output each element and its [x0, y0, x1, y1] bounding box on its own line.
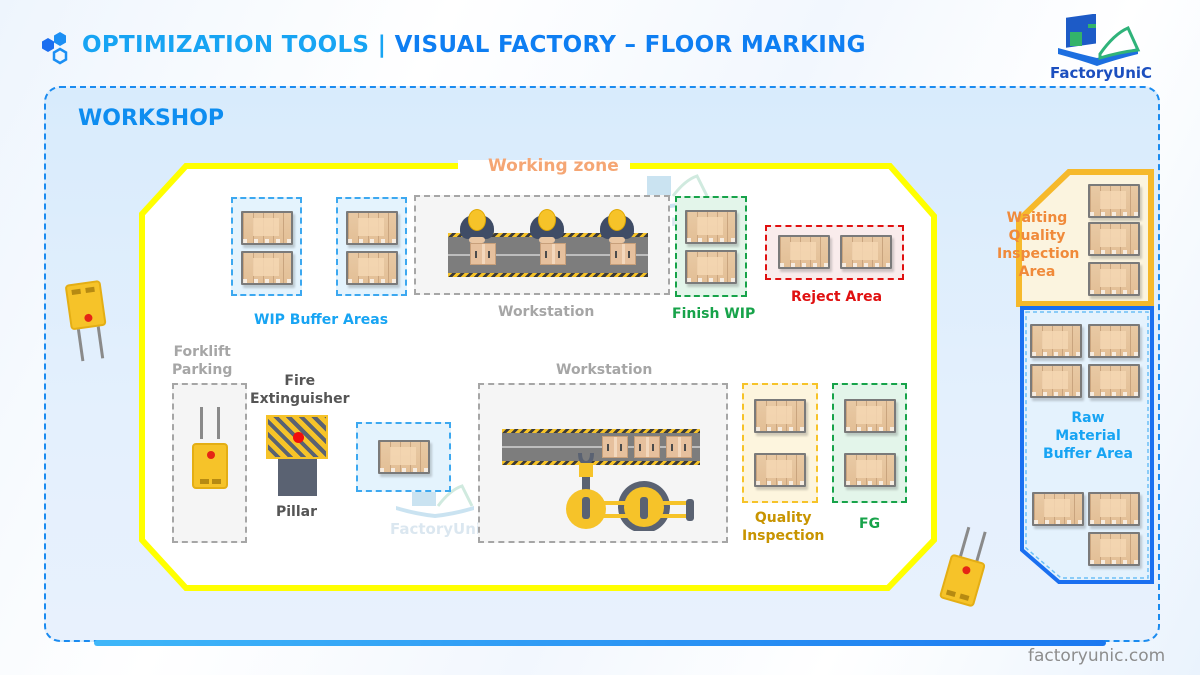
robot-arm-icon: [566, 452, 694, 531]
quality-inspection-area: [742, 383, 818, 503]
raw-material-label: Raw Material Buffer Area: [1040, 409, 1136, 463]
wip-buffer-area-3: [356, 422, 451, 492]
pallet: [844, 399, 896, 433]
wip-buffer-label: WIP Buffer Areas: [254, 312, 389, 328]
wip-buffer-area-1: [231, 197, 302, 296]
pallet: [1088, 324, 1140, 358]
reject-area: [765, 225, 904, 280]
fire-extinguisher-marking: [266, 415, 328, 459]
box: [634, 436, 660, 458]
pallet: [1088, 364, 1140, 398]
pillar-label: Pillar: [276, 504, 318, 520]
pillar-block: [278, 459, 317, 496]
pallet: [685, 250, 737, 284]
pallet: [1088, 532, 1140, 566]
pallet: [346, 211, 398, 245]
label-line: Inspection: [742, 528, 825, 544]
worker-icon: [530, 209, 564, 243]
workstation-bottom-label: Workstation: [556, 362, 653, 378]
website-url[interactable]: factoryunic.com: [1028, 646, 1166, 666]
worker-icon: [460, 209, 494, 243]
pallet: [1088, 184, 1140, 218]
pallet: [1032, 492, 1084, 526]
label-line: Raw: [1071, 410, 1105, 426]
pallet: [685, 210, 737, 244]
pallet: [1088, 222, 1140, 256]
label-line: Waiting: [1006, 210, 1068, 226]
label-line: Area: [1018, 264, 1056, 280]
fire-extinguisher-icon: [293, 432, 304, 443]
label-line: Parking: [172, 362, 233, 378]
working-zone-label: Working zone: [488, 156, 619, 176]
pallet: [844, 453, 896, 487]
box: [470, 243, 496, 265]
pallet: [778, 235, 830, 269]
label-line: Extinguisher: [250, 391, 350, 407]
reject-area-label: Reject Area: [791, 289, 883, 305]
pallet: [1088, 492, 1140, 526]
label-line: Quality: [754, 510, 812, 526]
fire-extinguisher-label: Fire Extinguisher: [250, 372, 350, 408]
box: [540, 243, 566, 265]
box: [602, 436, 628, 458]
quality-inspection-label: Quality Inspection: [742, 509, 824, 545]
workstation-top: [414, 195, 670, 295]
logo-text: FactoryUniC: [1050, 64, 1153, 82]
finish-wip-label: Finish WIP: [672, 306, 756, 322]
label-line: Buffer Area: [1043, 446, 1133, 462]
label-line: Quality: [1008, 228, 1066, 244]
label-line: Forklift: [173, 344, 231, 360]
pallet: [1030, 324, 1082, 358]
watermark-text: FactoryUniC: [390, 520, 493, 538]
pallet: [754, 453, 806, 487]
title-prefix: OPTIMIZATION TOOLS |: [82, 32, 395, 58]
label-line: Fire: [284, 373, 316, 389]
footer-accent-bar: [94, 640, 1106, 646]
pallet: [1088, 262, 1140, 296]
pallet: [241, 211, 293, 245]
wip-buffer-area-2: [336, 197, 407, 296]
forklift-parking-area: [172, 383, 247, 543]
worker-icon: [600, 209, 634, 243]
box: [610, 243, 636, 265]
pallet: [840, 235, 892, 269]
pallet: [1030, 364, 1082, 398]
label-line: Material: [1055, 428, 1121, 444]
workstation-top-label: Workstation: [498, 304, 595, 320]
workshop-title: WORKSHOP: [78, 106, 225, 131]
pallet: [346, 251, 398, 285]
page-title: OPTIMIZATION TOOLS | VISUAL FACTORY – FL…: [82, 32, 866, 58]
forklift-icon: [192, 407, 228, 489]
hexagon-logo-icon: [42, 32, 68, 65]
workstation-bottom: [478, 383, 728, 543]
factoryunic-logo-icon: [1058, 14, 1141, 66]
pallet: [241, 251, 293, 285]
fg-label: FG: [859, 516, 881, 532]
pallet: [378, 440, 430, 474]
fg-area: [832, 383, 907, 503]
finish-wip-area: [675, 196, 747, 297]
conveyor-belt: [502, 429, 700, 465]
box: [666, 436, 692, 458]
pallet: [754, 399, 806, 433]
label-line: Inspection: [997, 246, 1080, 262]
waiting-qi-label: Waiting Quality Inspection Area: [997, 209, 1080, 281]
forklift-parking-label: Forklift Parking: [172, 343, 232, 379]
title-main: VISUAL FACTORY – FLOOR MARKING: [394, 32, 866, 58]
